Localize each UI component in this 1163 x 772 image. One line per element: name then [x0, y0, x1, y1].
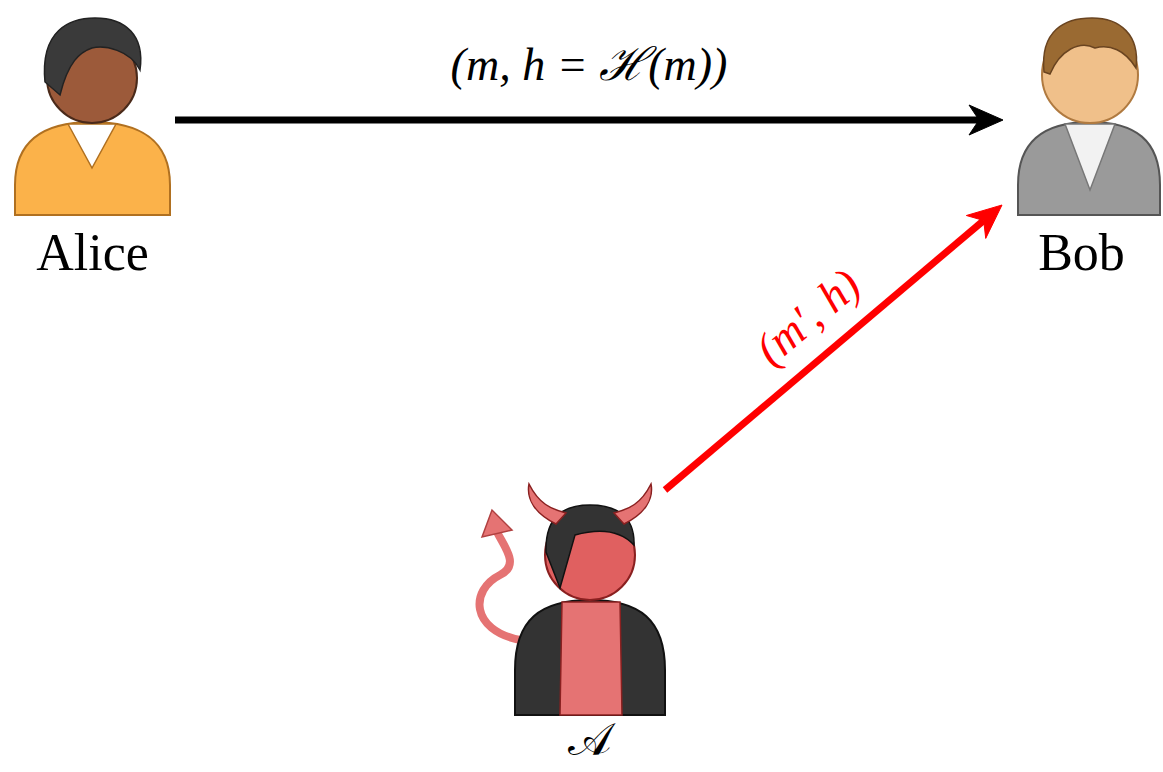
devil-cape [560, 602, 622, 715]
person-node: Bob [1005, 10, 1158, 285]
devil-body [515, 600, 665, 715]
arrow-line [175, 117, 979, 124]
message-label: (m, h = ℋ(m)) [445, 40, 734, 90]
adversary-node: 𝒜 [470, 490, 710, 768]
node-label: Bob [1038, 227, 1125, 285]
message-arrow [665, 205, 1002, 490]
devil-tail-tip [482, 510, 512, 537]
devil-tail [480, 532, 520, 640]
node-label: Alice [36, 227, 149, 285]
bob-hair [1044, 18, 1137, 74]
bob-shirt [1065, 124, 1115, 190]
person-node: Alice [10, 10, 175, 285]
message-label: (m′, h) [741, 255, 874, 378]
alice-icon [15, 18, 170, 215]
node-label: 𝒜 [568, 716, 612, 768]
arrowhead [966, 205, 1002, 238]
devil-horn [528, 484, 566, 524]
devil-horn [614, 484, 652, 524]
devil-icon [480, 484, 665, 715]
arrowhead [969, 105, 1003, 135]
arrow-line [665, 220, 984, 490]
alice-collar [68, 124, 116, 168]
alice-body [15, 122, 170, 215]
bob-icon [1018, 18, 1160, 215]
message-arrow [175, 105, 1003, 135]
bob-body [1018, 122, 1160, 215]
alice-hair [44, 18, 140, 95]
